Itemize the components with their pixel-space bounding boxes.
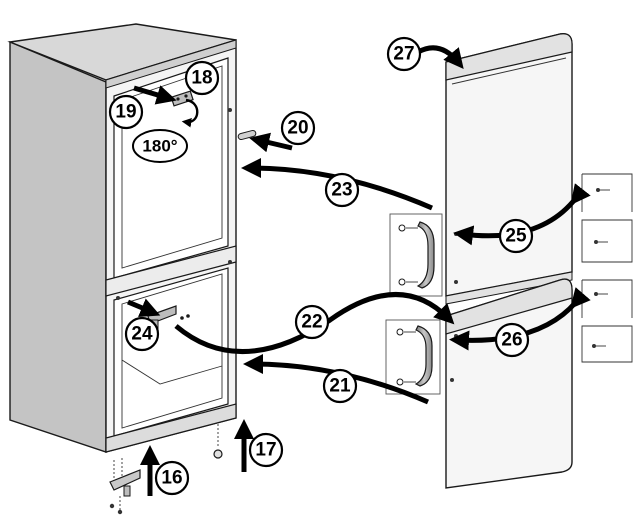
rotation-label: 180° [132,129,188,163]
callout-17: 17 [248,432,284,468]
svg-text:26: 26 [501,330,522,351]
lower-door [445,278,573,489]
lower-handle-detail [385,319,441,395]
arrow-27 [416,45,464,69]
svg-text:17: 17 [255,440,276,461]
callout-19: 19 [108,94,144,130]
svg-text:18: 18 [191,68,212,89]
callout-24: 24 [124,316,160,352]
callout-21: 21 [322,368,358,404]
callout-22: 22 [294,304,330,340]
upper-door [445,33,573,305]
plug-detail-lower [581,279,633,363]
arrow-19-to-hinge [133,85,177,105]
callout-20: 20 [280,110,316,146]
top-hinge [170,90,194,107]
svg-text:23: 23 [331,180,352,201]
svg-text:21: 21 [329,376,351,397]
cabinet-side-panel [9,40,107,453]
rotate-180-arrow [181,98,199,128]
svg-text:19: 19 [115,102,136,123]
svg-text:180°: 180° [142,137,177,156]
arrow-20 [249,132,293,153]
upper-handle-detail [389,213,443,297]
callout-23: 23 [324,172,360,208]
svg-text:24: 24 [131,324,153,345]
svg-text:25: 25 [505,226,527,247]
arrow-26 [449,287,591,351]
callout-25: 25 [498,218,534,254]
callout-27: 27 [386,36,422,72]
adjustable-foot [213,424,223,459]
hinge-pin [237,129,257,141]
callout-26: 26 [494,322,530,358]
bottom-hinge-bracket [109,458,141,515]
callout-18: 18 [184,60,220,96]
cabinet-divider [105,245,237,297]
svg-text:22: 22 [301,312,322,333]
plug-detail-upper [581,173,633,263]
svg-text:27: 27 [393,44,414,65]
arrow-22 [174,292,455,354]
svg-text:16: 16 [161,468,182,489]
svg-text:20: 20 [287,118,308,139]
callout-16: 16 [154,460,190,496]
